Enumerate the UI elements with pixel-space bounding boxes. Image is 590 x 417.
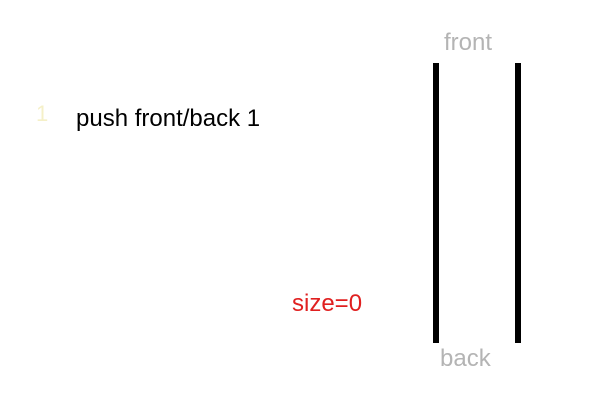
step-number: 1 [36,101,49,126]
deque-container [433,63,523,343]
deque-right-wall [515,63,521,343]
front-label: front [444,29,493,56]
operation-label: push front/back 1 [76,105,261,132]
deque-left-wall [433,63,439,343]
back-label: back [440,345,491,372]
size-label: size=0 [292,290,363,317]
